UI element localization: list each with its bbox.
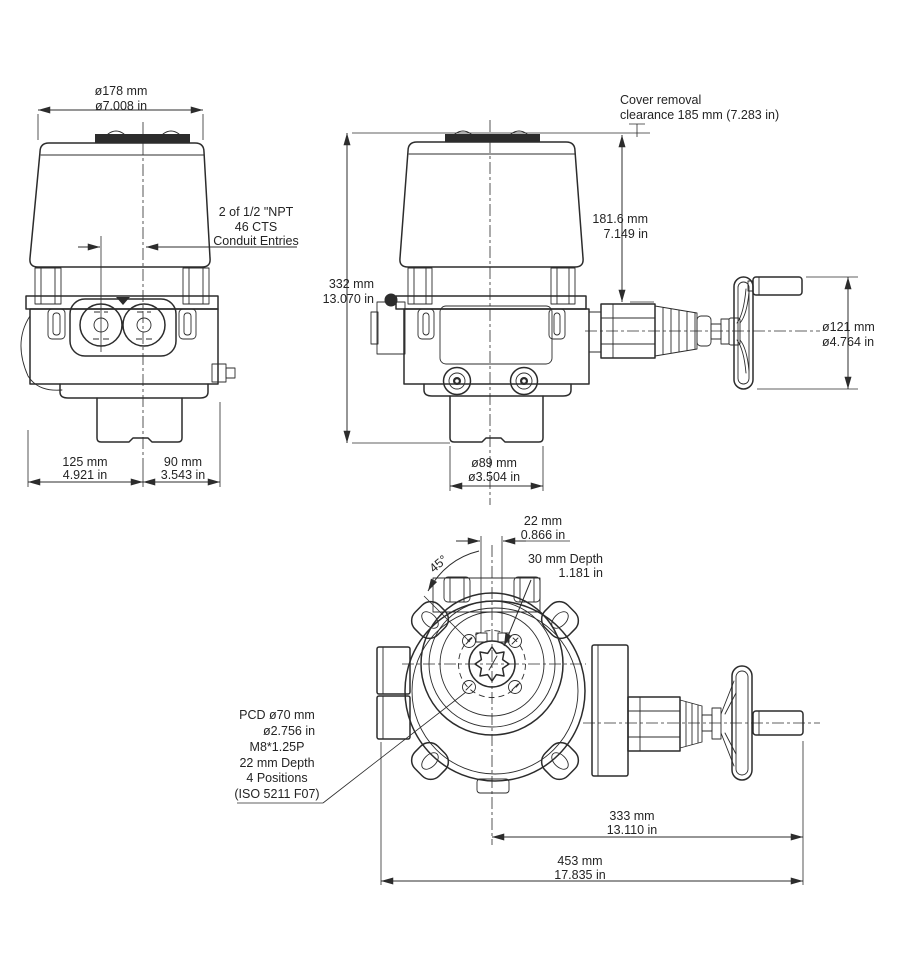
dim-spigot-mm: ø89 mm — [471, 456, 517, 470]
dim-right-width-in: 3.543 in — [161, 468, 206, 482]
bottom-bolt-hole — [462, 634, 476, 648]
bottom-gearbox — [627, 696, 681, 752]
side-housing-body — [403, 308, 590, 385]
side-housing-panel — [439, 305, 553, 365]
front-conduit-plate — [69, 298, 177, 357]
dim-height-in: 13.070 in — [323, 292, 374, 306]
bottom-gear-flange — [591, 644, 629, 777]
angle-label: 45° — [427, 552, 450, 575]
mounting-note-line6: (ISO 5211 F07) — [234, 787, 319, 801]
dim-overall-mm: 453 mm — [557, 854, 602, 868]
dim-left-width-mm: 125 mm — [62, 455, 107, 469]
dim-center-to-handle-in: 13.110 in — [607, 823, 658, 837]
lug-bottom-left — [410, 741, 450, 781]
bottom-bolt-hole — [462, 680, 476, 694]
bottom-view: 22 mm 0.866 in 45° 30 mm Depth 1.181 in … — [234, 514, 820, 885]
front-index-mark — [116, 297, 130, 305]
front-conduit-entry-left — [79, 303, 123, 347]
front-spigot — [96, 397, 183, 443]
bottom-left-boss-upper — [376, 646, 411, 695]
side-bolt-right — [509, 366, 539, 396]
dim-handwheel-mm: ø121 mm — [822, 320, 875, 334]
bore-depth-line2: 1.181 in — [559, 566, 604, 580]
mounting-note-line3: M8*1.25P — [250, 740, 305, 754]
lug-top-right — [540, 600, 580, 640]
mounting-note-line1: PCD ø70 mm — [239, 708, 315, 722]
dim-spigot-in: ø3.504 in — [468, 470, 520, 484]
side-cover-outline — [399, 141, 584, 268]
side-handle-grip — [752, 276, 803, 296]
conduit-note-line2: 46 CTS — [235, 220, 277, 234]
front-view: ø178 mm ø7.008 in 2 of 1/2 "NPT 46 CTS C… — [20, 84, 299, 487]
dim-height-mm: 332 mm — [329, 277, 374, 291]
side-handwheel-rim — [733, 276, 754, 390]
side-spigot — [449, 395, 544, 443]
dim-right-width-mm: 90 mm — [164, 455, 202, 469]
cover-clearance-line2: clearance 185 mm (7.283 in) — [620, 108, 779, 122]
mounting-note-line5: 4 Positions — [246, 771, 307, 785]
bottom-wheel-spokes — [720, 680, 737, 767]
side-view: 332 mm 13.070 in Cover removal clearance… — [323, 93, 875, 505]
cover-clearance-line1: Cover removal — [620, 93, 701, 107]
dim-cover-diameter-in: ø7.008 in — [95, 99, 147, 113]
lug-top-left — [410, 600, 450, 640]
bore-depth-line1: 30 mm Depth — [528, 552, 603, 566]
dim-offset-in: 0.866 in — [521, 528, 566, 542]
dim-offset-mm: 22 mm — [524, 514, 562, 528]
front-side-bolt — [211, 363, 227, 383]
side-bolt-left — [442, 366, 472, 396]
front-cap-screws — [107, 130, 180, 135]
dim-handwheel-in: ø4.764 in — [822, 335, 874, 349]
conduit-note-line3: Conduit Entries — [213, 234, 298, 248]
dim-center-to-handle-mm: 333 mm — [609, 809, 654, 823]
bottom-left-boss-lower — [376, 695, 411, 740]
dim-cover-height-in: 7.149 in — [604, 227, 649, 241]
dim-left-width-in: 4.921 in — [63, 468, 108, 482]
side-override-knob — [384, 293, 398, 307]
dim-cover-diameter-mm: ø178 mm — [95, 84, 148, 98]
front-conduit-entry-right — [122, 303, 166, 347]
dim-overall-in: 17.835 in — [554, 868, 605, 882]
side-top-flange — [395, 295, 587, 310]
angle-arc — [427, 550, 480, 592]
conduit-note-line1: 2 of 1/2 "NPT — [219, 205, 294, 219]
mounting-note-line2: ø2.756 in — [263, 724, 315, 738]
side-cover-cap — [445, 134, 540, 142]
front-housing-body — [29, 308, 219, 385]
front-cover-outline — [29, 142, 211, 268]
lug-bottom-right — [540, 741, 580, 781]
side-wheel-spokes — [736, 288, 750, 374]
dim-cover-height-mm: 181.6 mm — [592, 212, 648, 226]
front-cover-cap — [95, 134, 190, 143]
mounting-note-line4: 22 mm Depth — [239, 756, 314, 770]
bottom-bolt-hole — [508, 680, 522, 694]
